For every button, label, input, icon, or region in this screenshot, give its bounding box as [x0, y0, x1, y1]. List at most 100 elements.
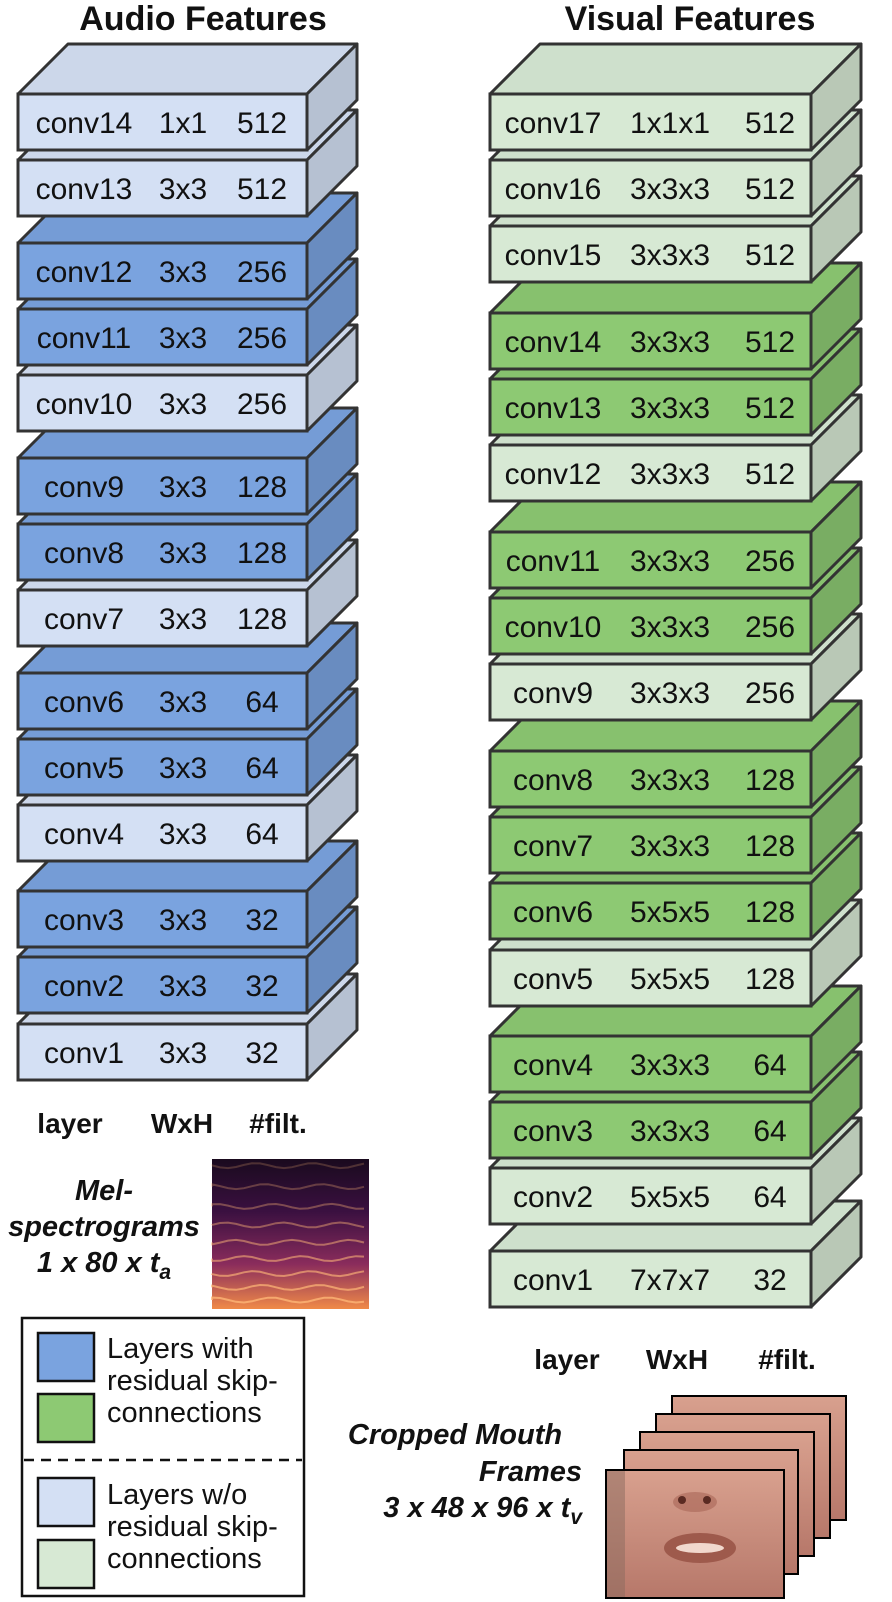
visual-layer-kernel: 3x3x3	[630, 611, 710, 644]
visual-layer-filters: 32	[753, 1264, 786, 1297]
audio-layer-name: conv3	[44, 904, 124, 937]
visual-layer-name: conv11	[506, 545, 601, 578]
visual-layer-kernel: 3x3x3	[630, 677, 710, 710]
visual-layer-front-face	[488, 530, 813, 590]
visual-layer-filters: 64	[753, 1181, 786, 1214]
visual-features-title: Visual Features	[565, 0, 816, 38]
visual-column-headers: layer WxH #filt.	[534, 1344, 815, 1375]
audio-layer-kernel: 3x3	[159, 173, 207, 206]
audio-layer-front-face	[16, 1022, 309, 1082]
audio-layer-filters: 256	[237, 256, 287, 289]
visual-layer-name: conv2	[513, 1181, 593, 1214]
visual-layer-name: conv16	[505, 173, 602, 206]
visual-layer-filters: 512	[745, 326, 795, 359]
visual-layer-name: conv14	[505, 326, 602, 359]
audio-layer-name: conv14	[36, 107, 133, 140]
audio-layer-name: conv4	[44, 818, 124, 851]
audio-layer-front-face	[16, 307, 309, 367]
audio-layer-filters: 128	[237, 603, 287, 636]
visual-layer-name: conv5	[513, 963, 593, 996]
audio-layer-filters: 256	[237, 322, 287, 355]
legend-without-skip-line1: Layers w/o	[107, 1479, 247, 1511]
audio-layer-kernel: 3x3	[159, 686, 207, 719]
visual-layer-filters: 64	[753, 1115, 786, 1148]
visual-layer-front-face	[488, 311, 813, 371]
audio-layer-front-face	[16, 955, 309, 1015]
visual-layer-name: conv1	[513, 1264, 593, 1297]
audio-layer-kernel: 3x3	[159, 256, 207, 289]
legend-with-skip-line3: connections	[107, 1397, 262, 1429]
audio-layer-name: conv11	[37, 322, 132, 355]
audio-layer-name: conv8	[44, 537, 124, 570]
mouth-frames-caption: Cropped Mouth Frames 3 x 48 x 96 x tv	[348, 1419, 583, 1529]
audio-layer-filters: 32	[245, 1037, 278, 1070]
visual-layer-filters: 128	[745, 764, 795, 797]
audio-layer-front-face	[16, 803, 309, 863]
visual-layer-filters: 512	[745, 458, 795, 491]
visual-layer-filters: 128	[745, 830, 795, 863]
visual-layer-top-face	[488, 42, 863, 96]
visual-layer-kernel: 3x3x3	[630, 326, 710, 359]
visual-layer-front-face	[488, 749, 813, 809]
audio-layer-top-face	[16, 42, 359, 96]
audio-layer-front-face	[16, 456, 309, 516]
audio-column-headers: layer WxH #filt.	[37, 1108, 306, 1139]
visual-layer-front-face	[488, 596, 813, 656]
legend-swatch-visual-noskip	[36, 1538, 96, 1590]
visual-layer-filters: 64	[753, 1049, 786, 1082]
visual-layer-front-face	[488, 881, 813, 941]
visual-layer-front-face	[488, 92, 813, 152]
visual-layer-kernel: 5x5x5	[630, 963, 710, 996]
audio-layer-kernel: 3x3	[159, 752, 207, 785]
visual-layer-name: conv8	[513, 764, 593, 797]
audio-layer-filters: 256	[237, 388, 287, 421]
audio-layer-filters: 64	[245, 752, 278, 785]
visual-layer-front-face	[488, 443, 813, 503]
visual-layer-filters: 512	[745, 392, 795, 425]
visual-layer-kernel: 3x3x3	[630, 1115, 710, 1148]
audio-layer-front-face	[16, 241, 309, 301]
visual-layer-kernel: 5x5x5	[630, 1181, 710, 1214]
audio-layer-kernel: 3x3	[159, 904, 207, 937]
legend-without-skip-line2: residual skip-	[107, 1511, 278, 1543]
audio-layer-kernel: 3x3	[159, 603, 207, 636]
visual-layer-filters: 512	[745, 107, 795, 140]
visual-layer-front-face	[488, 948, 813, 1008]
mouth-caption-line1: Cropped Mouth	[348, 1419, 562, 1451]
visual-layer-filters: 256	[745, 677, 795, 710]
visual-layer-name: conv12	[505, 458, 602, 491]
audio-layer-kernel: 3x3	[159, 322, 207, 355]
audio-layer-name: conv1	[44, 1037, 124, 1070]
visual-layer-front-face	[488, 224, 813, 284]
visual-layer-name: conv15	[505, 239, 602, 272]
legend-swatch-audio-skip	[36, 1331, 96, 1383]
audio-header-filters: #filt.	[249, 1108, 307, 1139]
audio-layer-kernel: 1x1	[159, 107, 207, 140]
mouth-frames-image	[605, 1395, 847, 1599]
mouth-caption-line2: Frames	[479, 1456, 582, 1488]
audio-layer-filters: 64	[245, 818, 278, 851]
audio-layer-front-face	[16, 92, 309, 152]
audio-layer-name: conv10	[36, 388, 133, 421]
audio-header-layer: layer	[37, 1108, 102, 1139]
visual-header-layer: layer	[534, 1344, 599, 1375]
audio-layer-filters: 128	[237, 537, 287, 570]
visual-layer-name: conv6	[513, 896, 593, 929]
legend-without-skip-line3: connections	[107, 1543, 262, 1575]
visual-layer-name: conv9	[513, 677, 593, 710]
visual-layer-kernel: 3x3x3	[630, 764, 710, 797]
mel-caption-line2: spectrograms	[8, 1211, 200, 1243]
visual-layer-filters: 512	[745, 239, 795, 272]
audio-layer-name: conv9	[44, 471, 124, 504]
audio-layer-front-face	[16, 373, 309, 433]
visual-layer-kernel: 1x1x1	[630, 107, 710, 140]
audio-layer-name: conv6	[44, 686, 124, 719]
mel-caption-line1: Mel-	[75, 1175, 133, 1207]
audio-layer-filters: 64	[245, 686, 278, 719]
audio-features-title: Audio Features	[79, 0, 326, 38]
visual-layer-kernel: 3x3x3	[630, 173, 710, 206]
audio-layer-kernel: 3x3	[159, 388, 207, 421]
audio-layer-name: conv12	[36, 256, 133, 289]
